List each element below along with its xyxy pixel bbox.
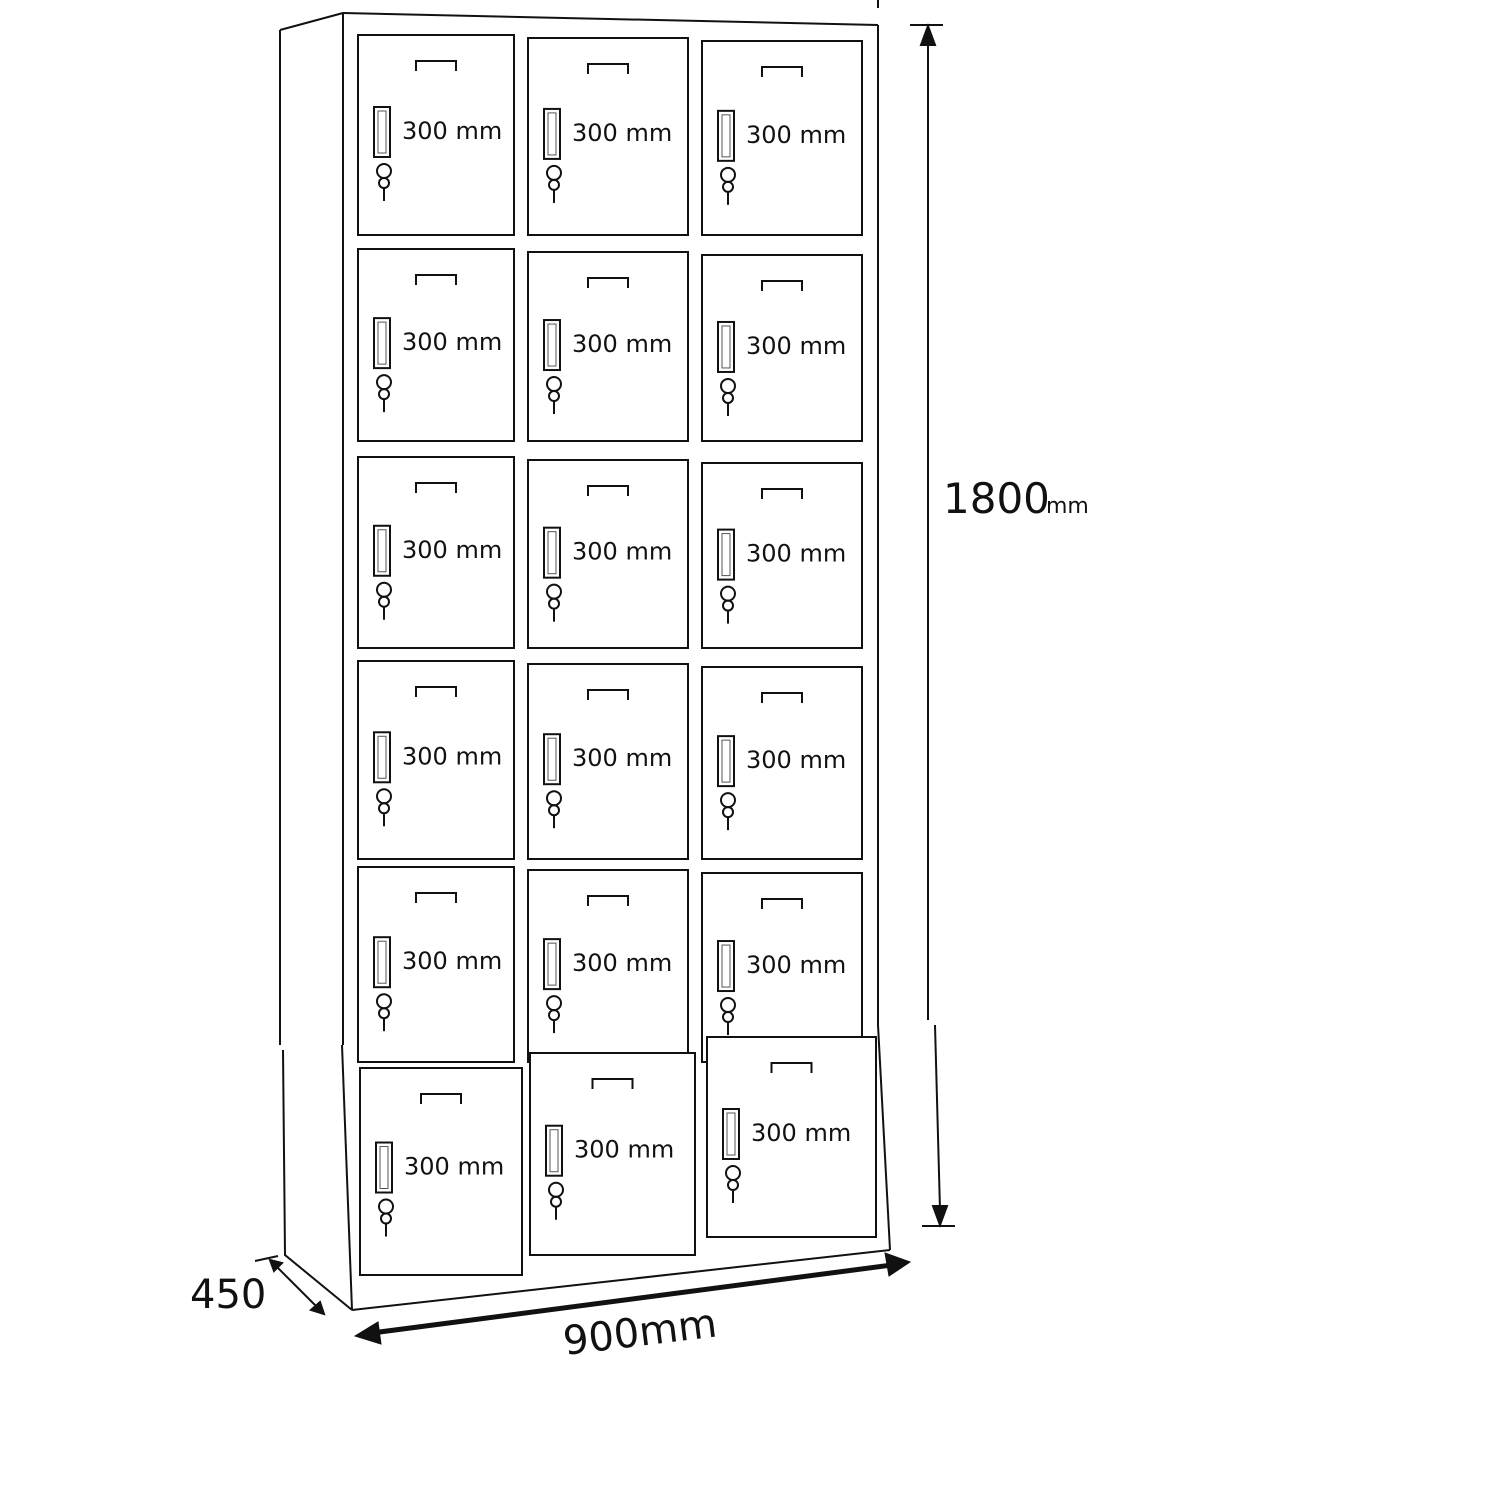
pull-handle-icon[interactable] [375, 1141, 393, 1194]
pull-handle-icon[interactable] [373, 106, 391, 158]
compartment-size-label: 300 mm [746, 121, 846, 149]
vent-handle-icon [415, 686, 457, 697]
compartment-size-label: 300 mm [572, 744, 672, 772]
compartment-grid: 300 mm 300 mm 300 mm 300 mm 300 mm 300 mm 300 … [357, 34, 877, 1276]
compartment-size-label: 300 mm [572, 330, 672, 358]
locker-door[interactable] [357, 34, 515, 236]
vent-handle-icon [587, 63, 629, 74]
vent-handle-icon [415, 274, 457, 285]
vent-handle-icon [415, 482, 457, 493]
locker-compartment[interactable]: 300 mm [701, 40, 863, 236]
height-dimension [877, 0, 955, 1228]
compartment-size-label: 300 mm [402, 742, 502, 770]
depth-value: 450 [190, 1272, 266, 1318]
vent-handle-icon [587, 277, 629, 288]
compartment-size-label: 300 mm [572, 949, 672, 977]
locker-compartment[interactable]: 300 mm [529, 1052, 696, 1256]
locker-compartment[interactable]: 300 mm [527, 37, 689, 236]
locker-compartment[interactable]: 300 mm [357, 248, 515, 442]
locker-compartment[interactable]: 300 mm [701, 462, 863, 649]
locker-compartment[interactable]: 300 mm [527, 869, 689, 1063]
compartment-size-label: 300 mm [572, 538, 672, 566]
pull-handle-icon[interactable] [717, 940, 735, 993]
width-value: 900mm [561, 1300, 720, 1364]
pull-handle-icon[interactable] [373, 731, 391, 784]
side-panel-top [279, 12, 344, 31]
vent-handle-icon [761, 66, 803, 77]
pull-handle-icon[interactable] [373, 317, 391, 370]
vent-handle-icon [761, 898, 803, 909]
cabinet-bottom-edge [351, 1249, 891, 1311]
locker-compartment[interactable]: 300 mm [701, 872, 863, 1063]
pull-handle-icon[interactable] [717, 320, 735, 373]
compartment-size-label: 300 mm [746, 746, 846, 774]
vent-handle-icon [591, 1078, 634, 1089]
locker-door[interactable] [701, 666, 863, 860]
vent-handle-icon [587, 895, 629, 906]
locker-compartment[interactable]: 300 mm [527, 459, 689, 649]
pull-handle-icon[interactable] [373, 936, 391, 989]
width-dimension [353, 1252, 912, 1345]
pull-handle-icon[interactable] [545, 1124, 563, 1177]
compartment-size-label: 300 mm [402, 947, 502, 975]
pull-handle-icon[interactable] [543, 733, 561, 786]
compartment-size-label: 300 mm [402, 117, 502, 145]
vent-handle-icon [761, 488, 803, 499]
pull-handle-icon[interactable] [717, 528, 735, 581]
depth-dimension [254, 1255, 326, 1316]
locker-compartment[interactable]: 300 mm [701, 254, 863, 442]
front-left-lower [341, 1044, 353, 1311]
cabinet-top-edge [342, 12, 879, 26]
pull-handle-icon[interactable] [543, 938, 561, 991]
pull-handle-icon[interactable] [717, 735, 735, 788]
compartment-size-label: 300 mm [404, 1153, 504, 1181]
locker-compartment[interactable]: 300 mm [357, 34, 515, 236]
front-right-lower [877, 1024, 891, 1251]
cabinet-body [279, 12, 891, 1311]
vent-handle-icon [761, 280, 803, 291]
locker-compartment[interactable]: 300 mm [701, 666, 863, 860]
side-panel-lower [282, 1049, 353, 1311]
compartment-size-label: 300 mm [751, 1119, 851, 1147]
compartment-size-label: 300 mm [572, 119, 672, 147]
locker-compartment[interactable]: 300 mm [357, 866, 515, 1063]
compartment-size-label: 300 mm [402, 328, 502, 356]
height-unit: mm [1046, 494, 1089, 519]
pull-handle-icon[interactable] [717, 109, 735, 162]
pull-handle-icon[interactable] [722, 1108, 740, 1160]
vent-handle-icon [761, 692, 803, 703]
vent-handle-icon [420, 1093, 462, 1104]
compartment-size-label: 300 mm [746, 951, 846, 979]
locker-door[interactable] [359, 1067, 523, 1276]
vent-handle-icon [415, 892, 457, 903]
locker-compartment[interactable]: 300 mm [527, 251, 689, 442]
height-value: 1800 [943, 474, 1050, 523]
pull-handle-icon[interactable] [543, 526, 561, 579]
locker-compartment[interactable]: 300 mm [359, 1067, 523, 1276]
vent-handle-icon [587, 689, 629, 700]
pull-handle-icon[interactable] [373, 524, 391, 577]
locker-compartment[interactable]: 300 mm [706, 1036, 877, 1238]
compartment-size-label: 300 mm [746, 540, 846, 568]
pull-handle-icon[interactable] [543, 319, 561, 372]
locker-compartment[interactable]: 300 mm [527, 663, 689, 860]
vent-handle-icon [587, 485, 629, 496]
locker-compartment[interactable]: 300 mm [357, 660, 515, 860]
vent-handle-icon [770, 1062, 813, 1073]
locker-compartment[interactable]: 300 mm [357, 456, 515, 649]
compartment-size-label: 300 mm [402, 536, 502, 564]
vent-handle-icon [415, 60, 457, 71]
compartment-size-label: 300 mm [574, 1136, 674, 1164]
compartment-size-label: 300 mm [746, 332, 846, 360]
pull-handle-icon[interactable] [543, 107, 561, 160]
